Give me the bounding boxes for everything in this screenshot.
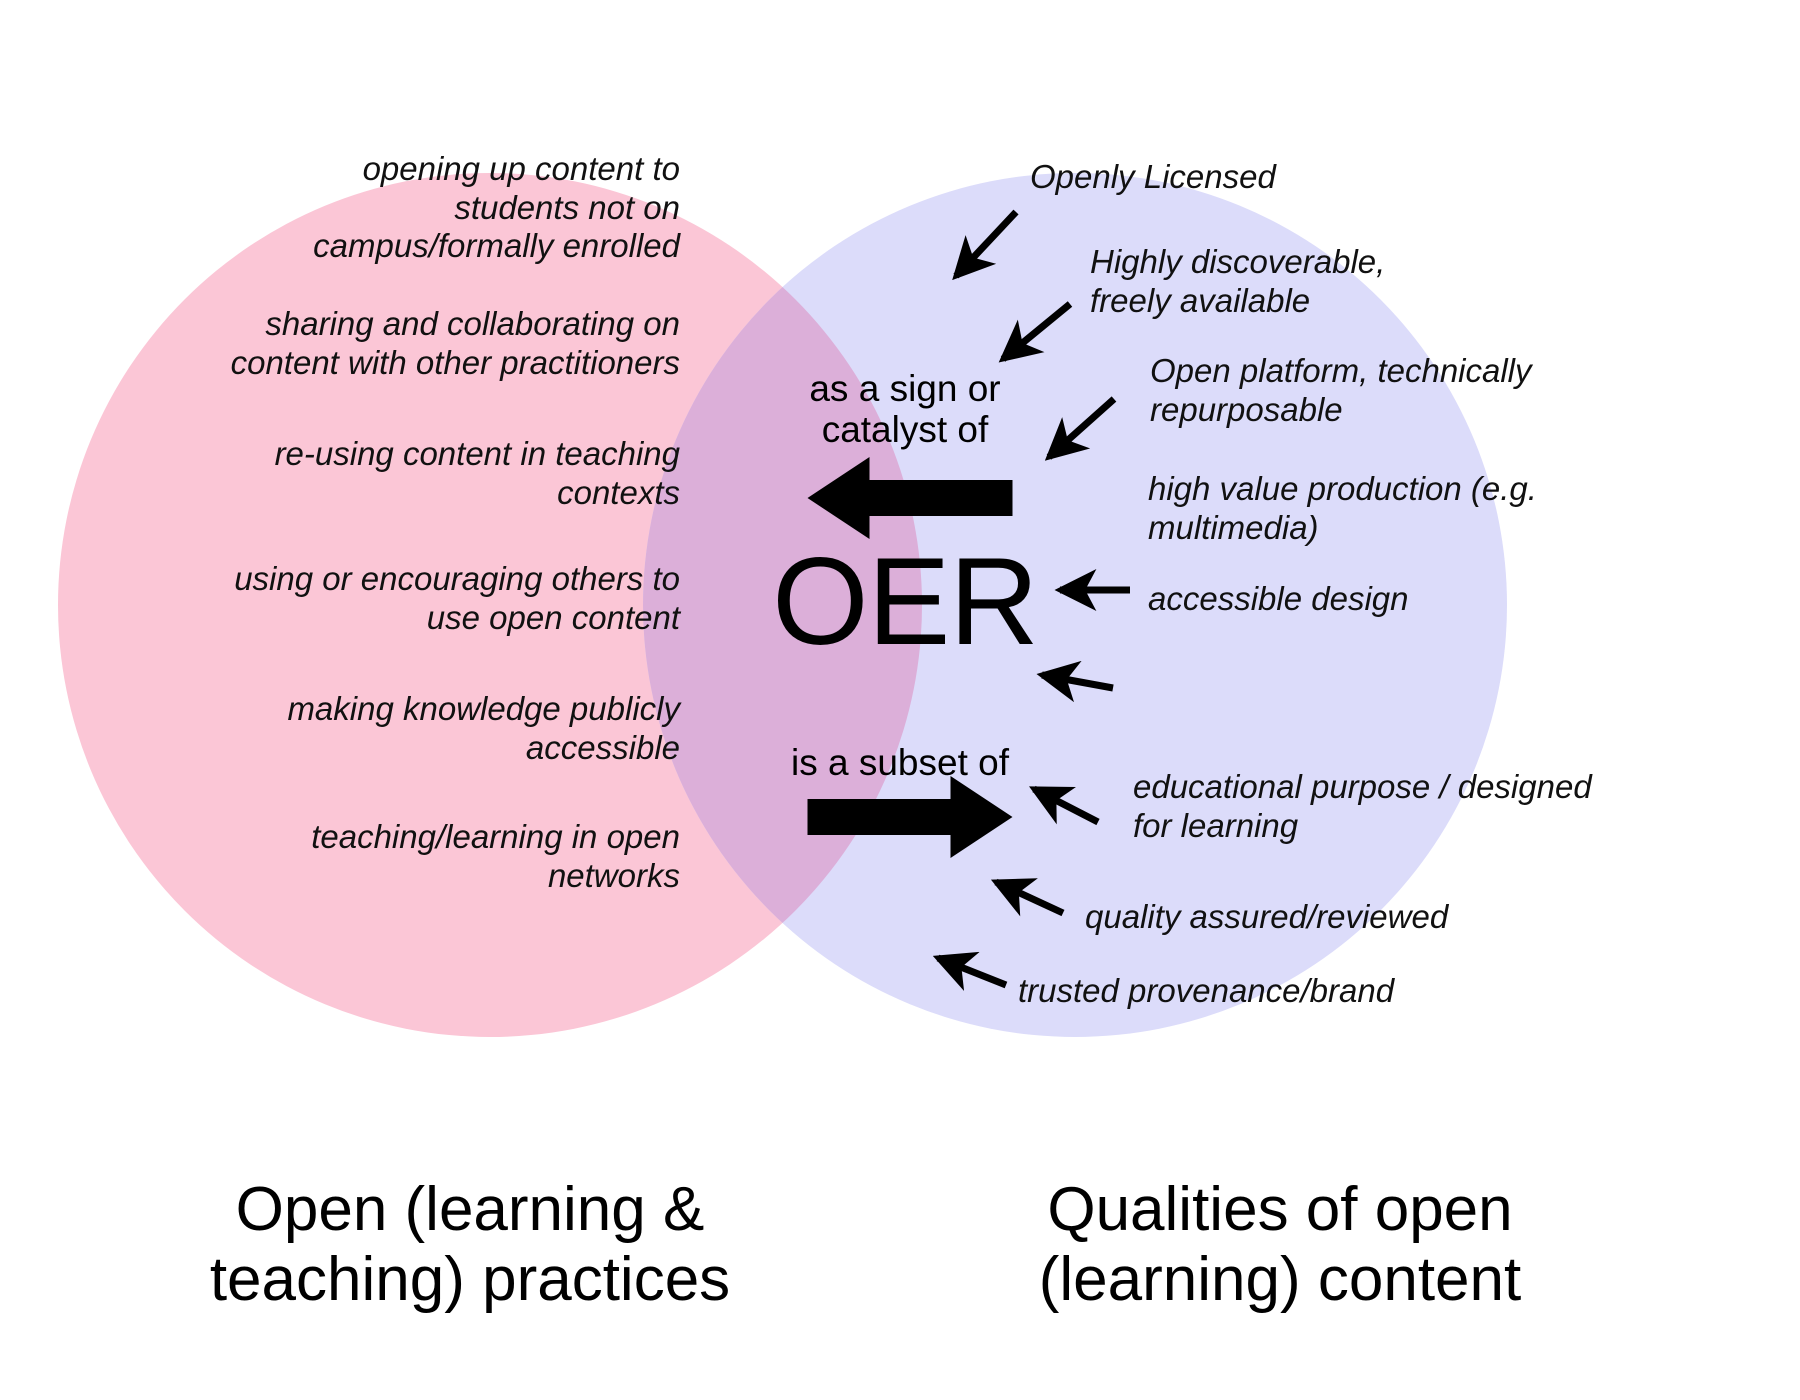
connector-trusted-provenance: [932, 951, 1008, 991]
left-item-2: sharing and collaborating on content wit…: [230, 305, 680, 381]
left-item-4: using or encouraging others to use open …: [234, 560, 680, 636]
arrow-block-bottom: [807, 776, 1013, 858]
right-item-2: Highly discoverable, freely available: [1090, 243, 1386, 319]
connector-open-platform: [1044, 396, 1117, 461]
left-item-3: re-using content in teaching contexts: [274, 435, 680, 511]
right-item-8: trusted provenance/brand: [1018, 972, 1395, 1009]
right-item-1: Openly Licensed: [1030, 158, 1276, 195]
left-circle-title: Open (learning & teaching) practices: [209, 1175, 731, 1315]
right-item-7: quality assured/reviewed: [1085, 898, 1449, 935]
right-circle-title: Qualities of open (learning) content: [1038, 1175, 1522, 1315]
right-label-connectors: [932, 209, 1130, 991]
arrow-block-top: [807, 457, 1013, 539]
connector-quality-assured: [990, 878, 1065, 917]
left-item-5: making knowledge publicly accessible: [287, 690, 680, 766]
connector-educational-purpose: [1029, 785, 1100, 826]
center-term-oer: OER: [772, 533, 1039, 671]
right-item-4: high value production (e.g. multimedia): [1148, 470, 1537, 546]
connector-openly-licensed: [952, 209, 1019, 281]
relation-bottom-label: is a subset of: [790, 742, 1009, 783]
overlap-block-arrows: [807, 457, 1013, 858]
left-item-6: teaching/learning in open networks: [311, 818, 680, 894]
relation-top-label: as a sign or catalyst of: [809, 368, 1001, 451]
left-item-1: opening up content to students not on ca…: [313, 150, 680, 265]
right-item-6: educational purpose / designed for learn…: [1133, 768, 1592, 844]
right-item-3: Open platform, technically repurposable: [1150, 352, 1532, 428]
connector-accessible-design: [1036, 660, 1114, 703]
connector-highly-discoverable: [998, 301, 1073, 363]
right-item-5: accessible design: [1148, 580, 1409, 617]
